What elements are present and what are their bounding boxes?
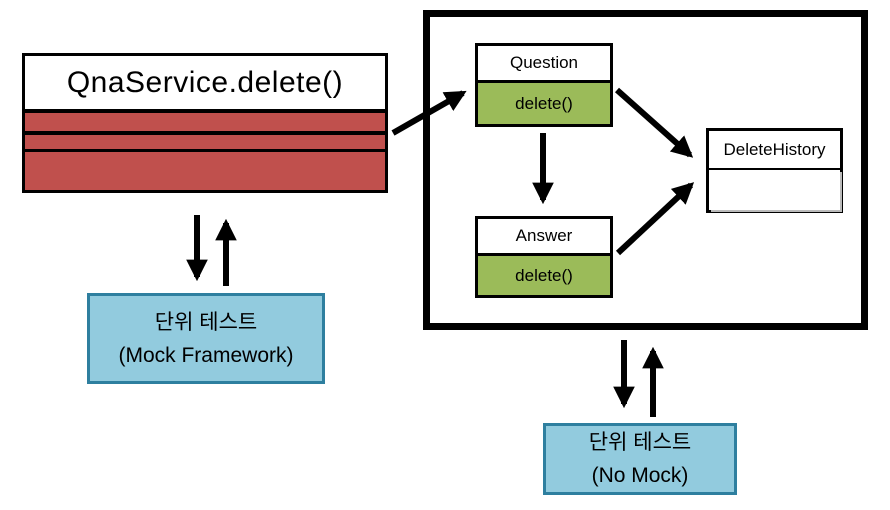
answer-class-title: Answer [478,219,610,256]
no-mock-test-label-line1: 단위 테스트 [588,431,692,454]
answer-class-box: Answer delete() [475,216,613,298]
mock-test-label-line1: 단위 테스트 [154,310,258,334]
qnaservice-red-row-2 [25,135,385,149]
no-mock-test-label-line2: (No Mock) [591,464,689,487]
mock-test-box: 단위 테스트 (Mock Framework) [87,293,325,384]
deletehistory-class-box: DeleteHistory [706,128,843,213]
question-class-box: Question delete() [475,43,613,127]
qnaservice-red-row-3 [25,152,385,190]
qnaservice-row-divider-2 [25,149,385,152]
deletehistory-class-title: DeleteHistory [709,131,840,170]
question-class-title: Question [478,46,610,83]
mock-test-label-line2: (Mock Framework) [118,343,294,367]
qnaservice-title: QnaService.delete() [25,56,385,113]
deletehistory-empty-section [709,170,840,210]
qnaservice-row-divider-1 [25,131,385,135]
question-delete-method: delete() [478,83,610,124]
qnaservice-red-row-1 [25,113,385,131]
answer-delete-method: delete() [478,256,610,295]
qnaservice-class-box: QnaService.delete() [22,53,388,193]
no-mock-test-box: 단위 테스트 (No Mock) [543,423,737,495]
